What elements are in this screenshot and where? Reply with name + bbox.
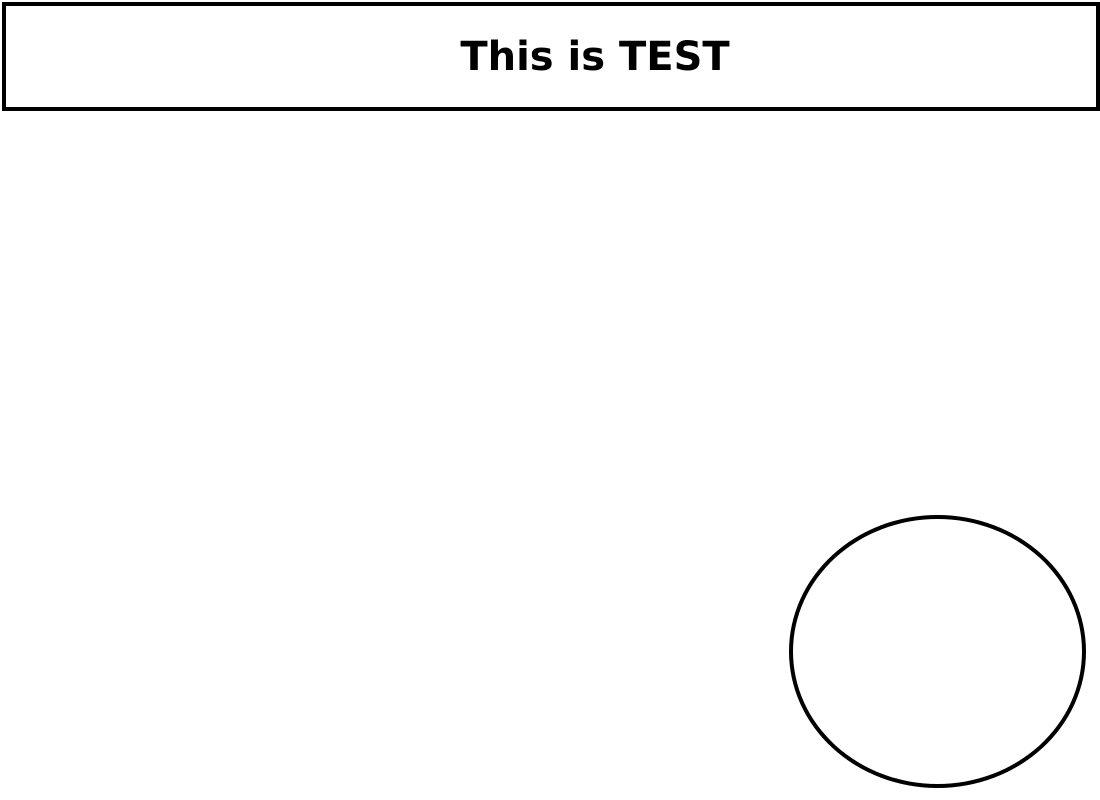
title-banner: This is TEST — [2, 2, 1100, 111]
circle-outline-icon — [789, 515, 1086, 788]
page-title: This is TEST — [460, 33, 730, 80]
